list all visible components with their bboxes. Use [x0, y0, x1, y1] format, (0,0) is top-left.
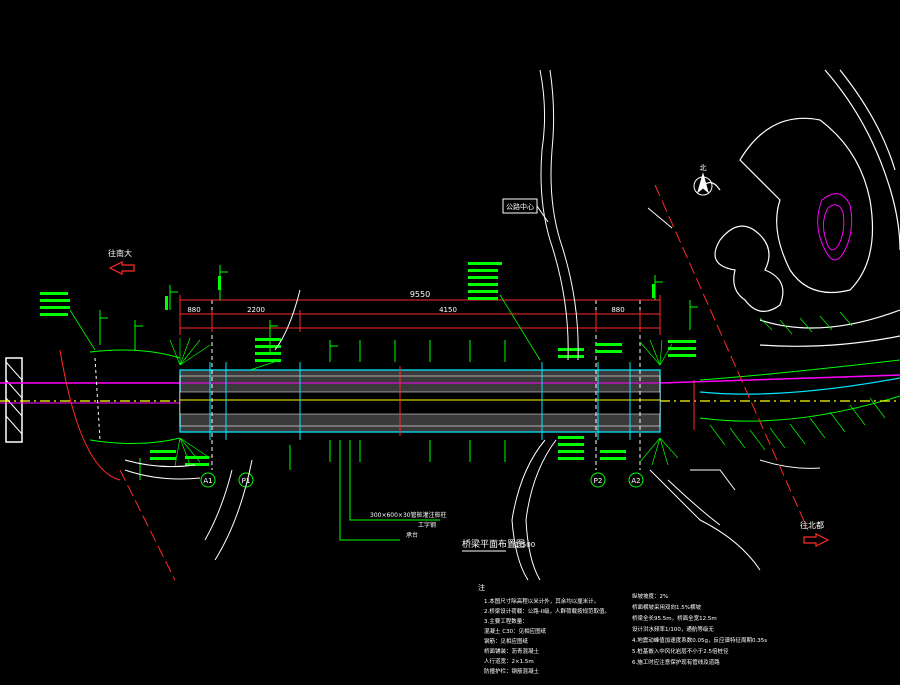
red-dashed-boundary [119, 184, 809, 581]
label-abut-a2: A2 [631, 477, 640, 485]
direction-left-label: 往南大 [108, 248, 132, 258]
note-right-line: 4.地震动峰值加速度系数0.05g，反应谱特征周期0.35s [632, 636, 767, 644]
dim-overall: 9550 [410, 290, 430, 299]
red-section-lines [399, 366, 695, 436]
north-label: 北 [700, 164, 707, 172]
note-right-line: 桥面横坡采用双向1.5%横坡 [632, 603, 701, 611]
label-pier-p1: P1 [242, 477, 251, 485]
note-line: 人行道宽：2×1.5m [484, 657, 534, 665]
label-pier-p2: P2 [594, 477, 603, 485]
note-line: 桥面铺装：沥青混凝土 [484, 647, 540, 655]
road-design-lines [0, 359, 900, 422]
left-road-edges [59, 349, 181, 481]
note-right-line: 6.施工时应注意保护现有管线及道路 [632, 658, 720, 666]
direction-right-arrow-icon [803, 533, 830, 547]
dim-span-left: 880 [187, 306, 200, 314]
pier-markers [200, 472, 644, 488]
label-abut-a1: A1 [203, 477, 212, 485]
note-line: 2.桥梁设计荷载：公路-II级，人群荷载按规范取值。 [484, 607, 610, 615]
road-label-leader [647, 207, 673, 229]
notes-heading: 注 [478, 583, 485, 592]
callout-box-text: 公路中心 [506, 202, 534, 211]
pile-leader-text: 300×600×30管桩灌注桩柱 [370, 511, 447, 519]
terrain-lines [124, 69, 821, 581]
coordinate-annotations [40, 262, 696, 466]
left-abutment-block [5, 357, 23, 443]
pile-leader [339, 440, 440, 541]
dim-span-small: 880 [611, 306, 624, 314]
dim-span-mid: 2200 [247, 306, 265, 314]
note-right-line: 5.桩基嵌入中风化岩层不小于2.5倍桩径 [632, 647, 729, 655]
top-dimension-lines [179, 295, 661, 335]
slope-fans [169, 337, 679, 467]
note-line: 防撞护栏：钢筋混凝土 [484, 667, 540, 675]
pier-lines [209, 362, 631, 440]
hatch-shore [709, 311, 886, 451]
note-right-line: 设计洪水频率1/100，通航等级无 [632, 625, 714, 633]
note-line: 3.主要工程数量： [484, 617, 528, 625]
note-line: 1.本图尺寸除高程以米计外，其余均以厘米计。 [484, 597, 599, 605]
note-right-line: 纵坡坡度：2% [632, 592, 668, 600]
pile-leader-text-2: 工字钢 [418, 521, 436, 529]
north-arrow-icon [693, 172, 713, 196]
drawing-scale: 1:500 [515, 541, 535, 549]
bridge-deck [179, 369, 661, 433]
bottom-leader-text: 承台 [406, 531, 418, 539]
drawing-title: 桥梁平面布置图 [462, 538, 525, 550]
right-terrain [699, 69, 900, 347]
direction-left-arrow-icon [108, 261, 135, 275]
note-line: 混凝土 C30：见相应图纸 [484, 627, 547, 635]
direction-right-label: 往北都 [800, 520, 824, 530]
note-right-line: 桥梁全长95.5m，桥面全宽12.5m [632, 614, 717, 622]
green-leader-lines [69, 294, 541, 371]
magenta-contours [817, 193, 853, 261]
note-line: 钢筋：见相应图纸 [484, 637, 529, 645]
dim-span-right: 4150 [439, 306, 457, 314]
